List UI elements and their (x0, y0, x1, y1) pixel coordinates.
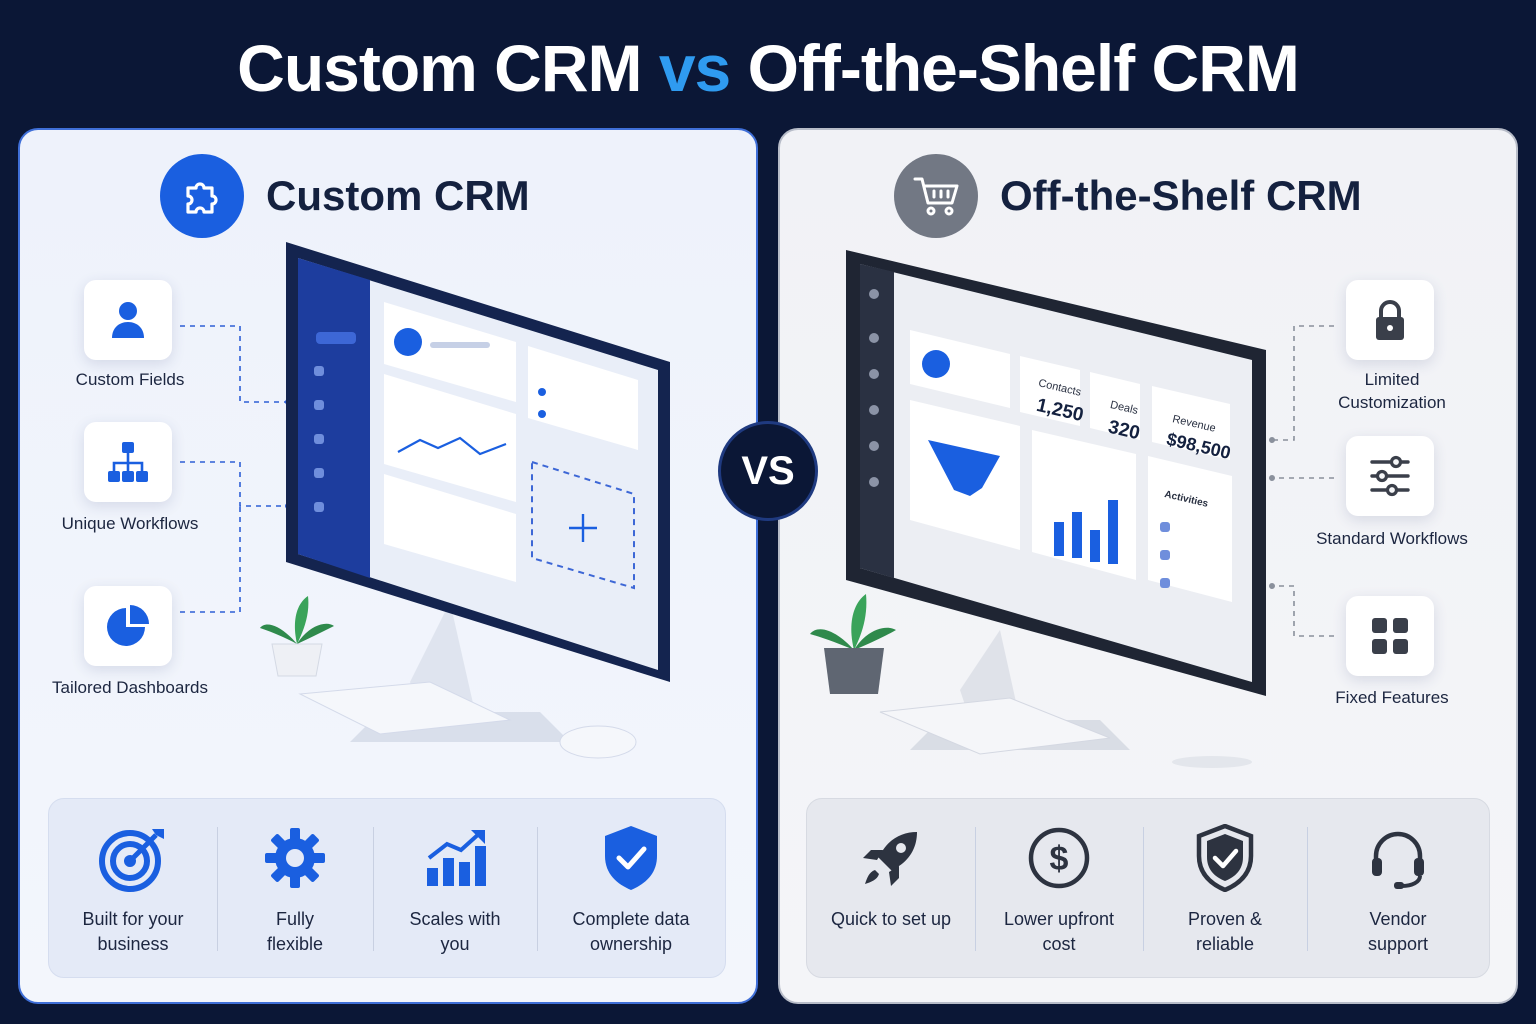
benefit-fully-flexible: Fully flexible (217, 799, 373, 977)
unique-workflows-label: Unique Workflows (61, 514, 199, 533)
benefit-data-ownership: Complete data ownership (537, 799, 725, 977)
svg-text:$: $ (1050, 840, 1069, 878)
benefit-label: Proven & reliable (1187, 909, 1263, 954)
main-title: Custom CRM vs Off-the-Shelf CRM (0, 30, 1536, 106)
title-offshelf: Off-the-Shelf CRM (747, 31, 1300, 105)
pie-chart-icon (107, 605, 149, 646)
gear-icon (265, 828, 325, 888)
title-custom: Custom CRM (237, 31, 642, 105)
workflow-icon (108, 442, 148, 482)
standard-workflows-label: Standard Workflows (1316, 529, 1468, 548)
offshelf-benefits-strip: Quick to set up $ Lower upfront cost Pro… (806, 798, 1490, 978)
benefit-label: Scales with you (409, 909, 501, 954)
fixed-features-tile (1346, 596, 1434, 676)
benefit-label: Complete data ownership (572, 909, 690, 954)
plant-decoration (260, 596, 334, 677)
rocket-icon (863, 832, 917, 886)
benefit-lower-cost: $ Lower upfront cost (975, 799, 1143, 977)
fixed-features-label: Fixed Features (1335, 688, 1449, 707)
custom-crm-panel: Custom CRM Custom Fields Unique Workflow… (18, 128, 758, 1004)
growth-chart-icon (427, 830, 486, 886)
lock-icon (1376, 300, 1404, 340)
offshelf-crm-panel: Off-the-Shelf CRM Limited Customization (778, 128, 1518, 1004)
benefit-quick-setup: Quick to set up (807, 799, 975, 977)
benefit-vendor-support: Vendor support (1307, 799, 1489, 977)
limited-customization-label: Limited Customization (1338, 370, 1446, 412)
benefit-label: Lower upfront cost (1003, 909, 1115, 954)
custom-fields-tile (84, 280, 172, 360)
benefit-scales: Scales with you (373, 799, 537, 977)
benefit-label: Built for your business (82, 909, 184, 954)
cart-icon (894, 154, 978, 238)
feature-connectors (1269, 325, 1334, 637)
puzzle-icon (160, 154, 244, 238)
offshelf-crm-header: Off-the-Shelf CRM (894, 154, 1362, 238)
benefit-proven-reliable: Proven & reliable (1143, 799, 1307, 977)
custom-crm-header: Custom CRM (160, 154, 530, 238)
custom-crm-monitor-illustration (286, 242, 670, 759)
shield-check-icon (1196, 824, 1254, 892)
shield-check-icon (605, 826, 657, 890)
standard-workflows-tile (1346, 436, 1434, 516)
offshelf-crm-monitor-illustration (846, 250, 1266, 768)
vs-badge: VS (718, 421, 818, 521)
benefit-built-for-business: Built for your business (49, 799, 217, 977)
benefit-label: Quick to set up (830, 909, 952, 929)
custom-fields-label: Custom Fields (75, 370, 185, 389)
target-icon (99, 829, 164, 892)
offshelf-crm-title: Off-the-Shelf CRM (1000, 172, 1362, 219)
tailored-dashboards-label: Tailored Dashboards (52, 678, 208, 697)
title-vs: vs (658, 31, 731, 105)
sliders-icon (1370, 455, 1410, 497)
plant-decoration (810, 594, 896, 694)
benefit-label: Vendor support (1367, 909, 1429, 954)
custom-benefits-strip: Built for your business (48, 798, 726, 978)
tailored-dashboards-tile (84, 586, 172, 666)
unique-workflows-tile (84, 422, 172, 502)
grid-icon (1372, 618, 1408, 654)
headset-icon (1372, 831, 1424, 889)
benefit-label: Fully flexible (266, 909, 324, 954)
custom-crm-title: Custom CRM (266, 172, 530, 219)
user-icon (112, 302, 144, 338)
limited-customization-tile (1346, 280, 1434, 360)
dollar-icon: $ (1028, 827, 1090, 889)
